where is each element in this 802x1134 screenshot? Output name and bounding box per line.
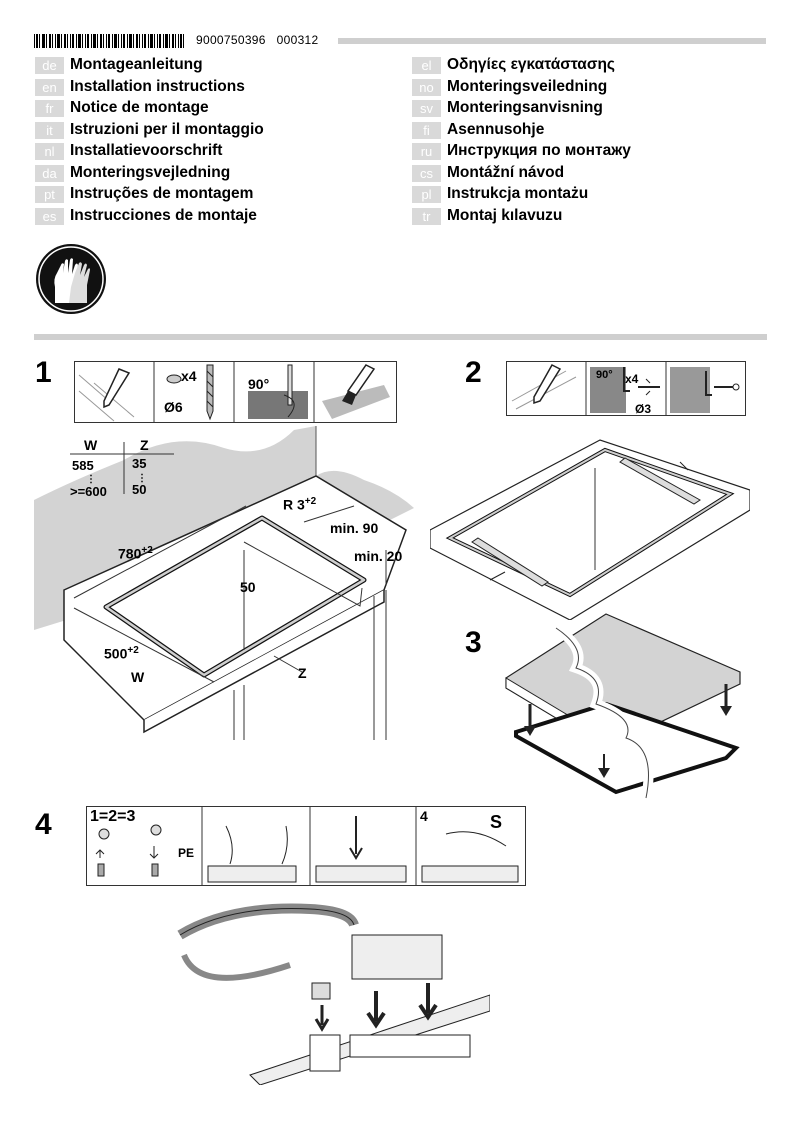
step-number-2: 2 <box>465 356 482 389</box>
step4-s-label: S <box>490 812 503 832</box>
step4-pe-label: PE <box>178 846 195 860</box>
step1-radius-label: R 3+2 <box>283 496 317 513</box>
step1-dim780-label: 780+2 <box>118 545 153 562</box>
step4-equal-label: 1=2=3 <box>90 808 136 825</box>
gloves-icon <box>36 244 106 314</box>
barcode-icon <box>34 34 184 48</box>
step1-dim50-label: 50 <box>240 579 256 595</box>
step1-screw-count: x4 <box>181 368 197 384</box>
step1-cutout-drawing: W Z 585 >=600 35 50 ⋮ ⋮ <box>34 426 414 740</box>
step-number-1: 1 <box>35 356 52 389</box>
step1-saw-angle: 90° <box>248 376 270 392</box>
table-w-max: >=600 <box>70 484 107 499</box>
step1-drill-diameter: Ø6 <box>164 399 183 415</box>
step1-min20-label: min. 20 <box>354 548 403 564</box>
step4-terminal-drawing <box>177 903 490 1085</box>
step1-z-label: Z <box>298 665 307 681</box>
step1-min90-label: min. 90 <box>330 520 379 536</box>
step2-screw-count: x4 <box>625 372 639 386</box>
section-divider <box>34 334 767 340</box>
table-z-max: 50 <box>132 482 146 497</box>
step1-tool-strip <box>74 361 397 423</box>
table-w-min: 585 <box>72 458 94 473</box>
table-z-min: 35 <box>132 456 146 471</box>
step-number-3: 3 <box>465 626 482 659</box>
table-z-header: Z <box>140 437 149 453</box>
step1-dim500-label: 500+2 <box>104 645 139 662</box>
document-number: 9000750396 000312 <box>196 33 319 47</box>
step2-angle: 90° <box>596 369 613 381</box>
step-number-4: 4 <box>35 808 52 841</box>
svg-text:⋮: ⋮ <box>86 474 96 485</box>
table-w-header: W <box>84 437 98 453</box>
step2-brackets-drawing <box>430 439 750 620</box>
header-divider <box>338 38 766 44</box>
step1-w-label: W <box>131 669 145 685</box>
step2-drill-diameter: Ø3 <box>635 402 652 416</box>
step4-wiring-strip <box>86 806 526 886</box>
step3-hob-insert-drawing <box>505 613 741 799</box>
step4-sub4-label: 4 <box>420 808 428 824</box>
svg-text:⋮: ⋮ <box>137 473 147 484</box>
step2-tool-strip <box>506 361 746 416</box>
